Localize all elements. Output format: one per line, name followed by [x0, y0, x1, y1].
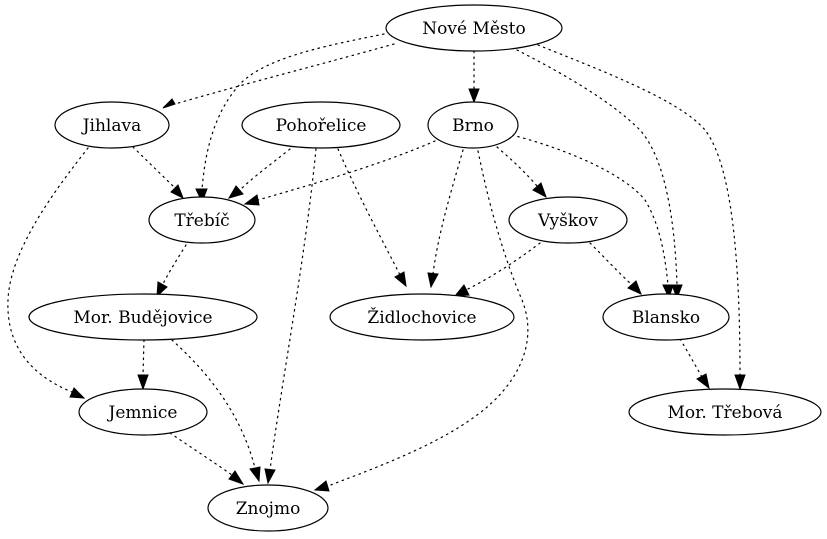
edge-vyskov-to-blansko [589, 242, 642, 295]
edge-brno-to-vyskov [496, 146, 547, 199]
node-jihlava: Jihlava [54, 101, 170, 149]
node-label-vyskov: Vyškov [537, 211, 598, 231]
node-jemnice: Jemnice [78, 388, 208, 436]
edge-pohorelice-to-trebic [227, 148, 291, 199]
node-zidlochovice: Židlochovice [329, 293, 515, 341]
edge-trebic-to-mor-budejovice [156, 244, 187, 298]
edge-nove-mesto-to-brno [468, 50, 480, 104]
edge-mor-budejovice-to-znojmo [171, 339, 261, 483]
nodes: Nové Město Jihlava Pohořelice Brno Třebí… [28, 4, 822, 532]
edge-nove-mesto-to-mor-trebova [537, 44, 746, 391]
node-label-zidlochovice: Židlochovice [367, 307, 476, 328]
edge-blansko-to-mor-trebova [679, 338, 710, 390]
node-label-trebic: Třebíč [174, 211, 229, 231]
edge-brno-to-trebic [243, 140, 436, 206]
node-mor-trebova: Mor. Třebová [628, 388, 822, 436]
node-label-jihlava: Jihlava [81, 116, 142, 136]
node-vyskov: Vyškov [508, 196, 628, 244]
node-label-blansko: Blansko [632, 308, 700, 328]
node-label-jemnice: Jemnice [107, 403, 178, 423]
edge-pohorelice-to-zidlochovice [337, 148, 407, 288]
node-label-pohorelice: Pohořelice [276, 116, 367, 136]
edge-mor-budejovice-to-jemnice [137, 339, 149, 391]
node-nove-mesto: Nové Město [385, 4, 563, 52]
node-label-mor-budejovice: Mor. Budějovice [73, 308, 212, 328]
node-label-mor-trebova: Mor. Třebová [667, 403, 782, 423]
edge-nove-mesto-to-blansko [516, 49, 683, 300]
edge-jihlava-to-trebic [132, 146, 184, 200]
edge-nove-mesto-to-trebic [195, 33, 385, 204]
edge-pohorelice-to-znojmo [264, 148, 317, 485]
node-trebic: Třebíč [148, 196, 256, 244]
edge-brno-to-blansko [511, 134, 674, 300]
edge-jihlava-to-jemnice [7, 147, 89, 399]
edge-nove-mesto-to-jihlava [162, 43, 395, 109]
node-label-znojmo: Znojmo [236, 499, 301, 519]
edge-brno-to-znojmo [313, 150, 529, 492]
edges [7, 33, 746, 492]
node-label-nove-mesto: Nové Město [422, 19, 525, 39]
node-pohorelice: Pohořelice [241, 101, 401, 149]
edge-jemnice-to-znojmo [169, 432, 245, 485]
node-blansko: Blansko [602, 293, 730, 341]
edge-vyskov-to-zidlochovice [453, 242, 541, 297]
node-mor-budejovice: Mor. Budějovice [28, 293, 258, 341]
node-znojmo: Znojmo [207, 484, 329, 532]
node-label-brno: Brno [452, 116, 494, 136]
edge-brno-to-zidlochovice [427, 149, 464, 289]
node-brno: Brno [427, 101, 519, 149]
